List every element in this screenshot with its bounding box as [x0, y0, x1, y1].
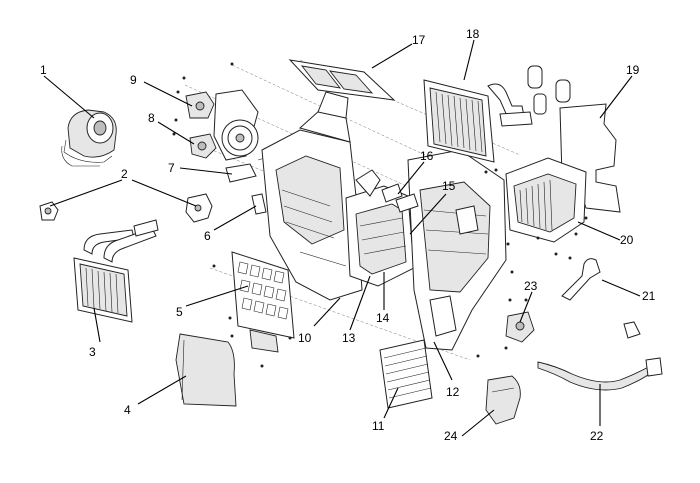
callout-9: 9 — [130, 73, 137, 87]
callout-24: 24 — [444, 429, 458, 443]
callout-17: 17 — [412, 33, 426, 47]
grid-panel-part — [231, 251, 295, 353]
flap-plate-part — [175, 333, 237, 407]
callout-15: 15 — [442, 179, 456, 193]
leader-line-2b — [131, 179, 197, 207]
callout-8: 8 — [148, 111, 155, 125]
clip-part — [381, 183, 419, 213]
callout-10: 10 — [298, 331, 312, 345]
callout-6: 6 — [204, 229, 211, 243]
leader-line-3 — [93, 307, 101, 343]
door-assembly-part — [345, 169, 415, 287]
filter-cover-part — [288, 59, 396, 101]
callout-1: 1 — [40, 63, 47, 77]
callout-16: 16 — [420, 149, 434, 163]
callout-2: 2 — [121, 167, 128, 181]
callout-18: 18 — [466, 27, 480, 41]
callout-20: 20 — [620, 233, 634, 247]
callout-22: 22 — [590, 429, 604, 443]
drain-hose-part — [537, 357, 663, 391]
leader-line-6 — [213, 205, 257, 231]
leader-line-2a — [49, 179, 123, 207]
duct-part — [485, 375, 521, 425]
leader-line-24 — [461, 409, 495, 437]
callout-21: 21 — [642, 289, 656, 303]
leader-line-23 — [519, 291, 533, 323]
callout-14: 14 — [376, 311, 390, 325]
leader-line-13 — [349, 275, 371, 331]
callout-12: 12 — [446, 385, 460, 399]
leader-line-12 — [433, 341, 453, 381]
pipe-bracket-part — [561, 258, 641, 339]
bracket-part — [39, 193, 213, 223]
callout-labels: 1 2 3 4 5 6 7 8 9 10 11 12 13 14 15 16 1… — [40, 27, 656, 443]
main-housing-part — [261, 91, 363, 301]
vent-grille-part — [379, 339, 433, 409]
leader-line-4 — [137, 375, 187, 405]
leader-line-19 — [599, 75, 633, 119]
leader-lines — [43, 39, 641, 437]
callout-11: 11 — [372, 419, 385, 433]
evaporator-part — [423, 79, 533, 163]
callout-3: 3 — [89, 345, 96, 359]
leader-line-8 — [157, 121, 195, 145]
leader-line-10 — [313, 297, 341, 327]
seal-part — [527, 65, 571, 115]
blower-motor-part — [61, 109, 117, 167]
leader-line-1 — [43, 75, 95, 119]
mode-gear-part — [213, 89, 259, 161]
callout-23: 23 — [524, 279, 538, 293]
leader-line-17 — [371, 43, 413, 69]
leader-line-11 — [383, 387, 399, 419]
callout-4: 4 — [124, 403, 131, 417]
actuator-part — [185, 91, 217, 159]
leader-line-7 — [179, 167, 233, 175]
leader-line-20 — [577, 221, 621, 241]
callout-13: 13 — [342, 331, 356, 345]
screws — [172, 62, 588, 368]
lever-part — [225, 155, 273, 215]
leader-line-16 — [397, 161, 425, 195]
leader-line-9 — [143, 81, 193, 107]
leader-line-21 — [601, 279, 641, 297]
actuator-right-part — [505, 311, 535, 343]
callout-5: 5 — [176, 305, 183, 319]
callout-7: 7 — [168, 161, 175, 175]
filter-case-part — [505, 157, 587, 243]
leader-line-15 — [409, 193, 447, 235]
heater-core-part — [73, 219, 159, 323]
leader-line-5 — [185, 285, 249, 307]
callout-19: 19 — [626, 63, 640, 77]
case-half-part — [407, 149, 507, 351]
leader-line-18 — [463, 39, 475, 81]
